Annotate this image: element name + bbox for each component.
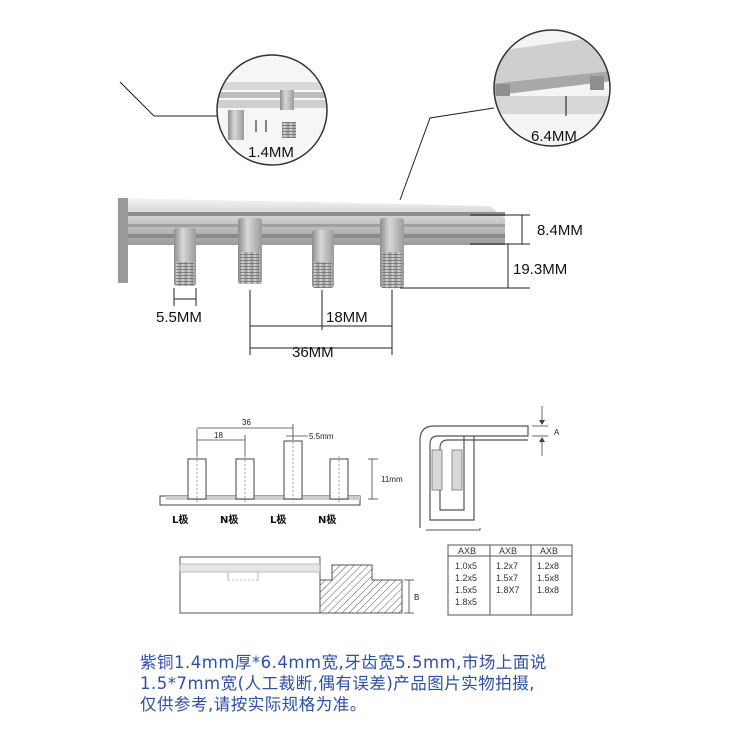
size-table: AXB AXB AXB 1.0x5 1.2x5 1.5x5 1.8x5 1.2x… — [447, 544, 573, 616]
horizontal-dimensions — [173, 288, 393, 355]
caption-line-3: 仅供参考,请按实际规格为准。 — [140, 695, 367, 714]
drawing-height: 11mm — [381, 475, 403, 484]
drawing-pitch-half: 18 — [214, 431, 223, 440]
dim-width: 6.4MM — [531, 128, 577, 145]
dim-height-total: 19.3MM — [513, 261, 567, 278]
table-header-1: AXB — [458, 546, 476, 556]
table-cell: 1.5x5 — [455, 585, 477, 595]
table-cell: 1.2x7 — [496, 561, 518, 571]
drawing-side-view: A — [419, 406, 560, 531]
callout-right-ring — [493, 29, 611, 147]
drawing-front-view: 36 18 5.5mm 11mm L极 N极 L极 N极 — [159, 418, 403, 526]
busbar-photo — [118, 198, 505, 288]
table-cell: 1.0x5 — [455, 561, 477, 571]
drawing-bar-view: B — [179, 556, 419, 614]
table-cell: 1.2x8 — [537, 561, 559, 571]
caption-line-1: 紫铜1.4mm厚*6.4mm宽,牙齿宽5.5mm,市场上面说 — [140, 653, 547, 672]
vertical-dimensions — [400, 214, 530, 289]
table-cell: 1.2x5 — [455, 573, 477, 583]
dim-pitch-full: 36MM — [292, 344, 334, 361]
dim-thickness: 1.4MM — [248, 144, 294, 161]
dim-tooth-width: 5.5MM — [156, 309, 202, 326]
drawing-tooth-width: 5.5mm — [309, 432, 334, 441]
pole-label-4: N极 — [318, 513, 337, 526]
product-caption: 紫铜1.4mm厚*6.4mm宽,牙齿宽5.5mm,市场上面说 1.5*7mm宽(… — [140, 652, 740, 715]
drawing-label-a: A — [554, 428, 560, 437]
drawing-pitch-full: 36 — [242, 418, 251, 427]
pole-label-1: L极 — [172, 513, 189, 526]
pole-label-3: L极 — [270, 513, 287, 526]
table-header-2: AXB — [499, 546, 517, 556]
table-cell: 1.8x8 — [537, 585, 559, 595]
dim-height-top: 8.4MM — [537, 222, 583, 239]
callout-left — [217, 55, 327, 165]
callout-right — [494, 30, 610, 146]
table-cell: 1.8x5 — [455, 597, 477, 607]
dim-pitch-half: 18MM — [326, 309, 368, 326]
table-cell: 1.8X7 — [496, 585, 520, 595]
leader-line-right — [399, 107, 495, 201]
caption-line-2: 1.5*7mm宽(人工裁断,偶有误差)产品图片实物拍摄, — [140, 674, 535, 693]
table-cell: 1.5x7 — [496, 573, 518, 583]
drawing-label-b: B — [414, 593, 419, 602]
leader-line-left — [119, 81, 218, 117]
table-header-3: AXB — [540, 546, 558, 556]
pole-label-2: N极 — [220, 513, 239, 526]
callout-left-ring — [216, 54, 328, 166]
table-cell: 1.5x8 — [537, 573, 559, 583]
